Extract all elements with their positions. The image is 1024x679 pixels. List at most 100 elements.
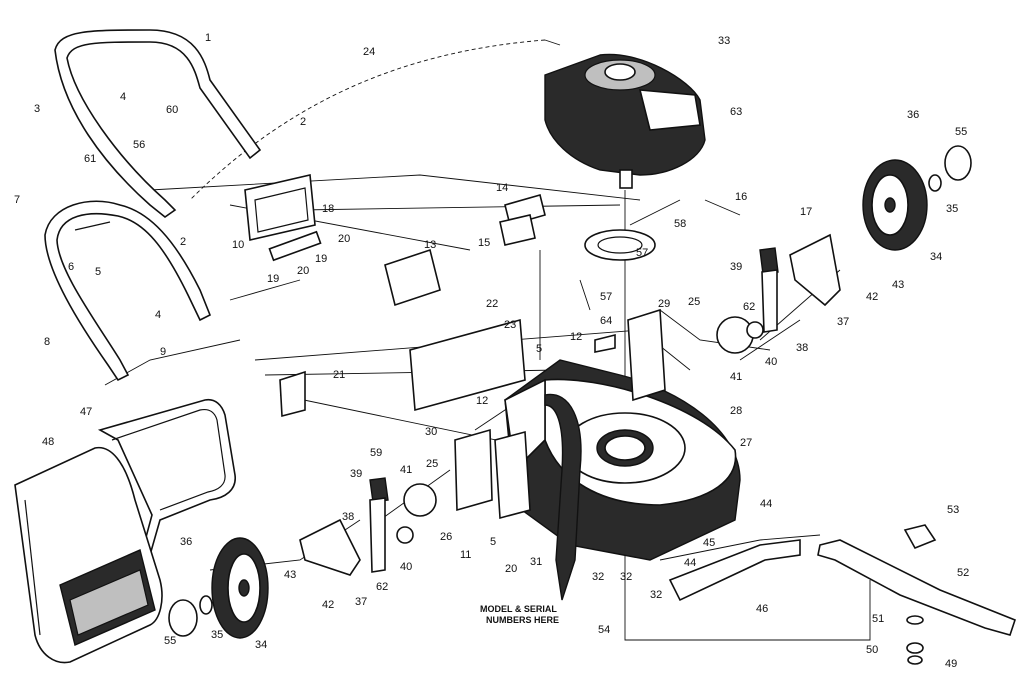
label-54: 54 <box>598 624 610 636</box>
label-41: 41 <box>400 464 412 476</box>
label-44: 44 <box>684 557 696 569</box>
label-36: 36 <box>907 109 919 121</box>
label-50: 50 <box>866 644 878 656</box>
label-57: 57 <box>600 291 612 303</box>
brackets <box>244 174 666 520</box>
label-62: 62 <box>376 581 388 593</box>
label-55: 55 <box>955 126 967 138</box>
label-5: 5 <box>490 536 496 548</box>
label-40: 40 <box>765 356 777 368</box>
bag-frame <box>97 398 236 557</box>
label-47: 47 <box>80 406 92 418</box>
label-62: 62 <box>743 301 755 313</box>
label-6: 6 <box>68 261 74 273</box>
label-43: 43 <box>284 569 296 581</box>
label-5: 5 <box>536 343 542 355</box>
label-4: 4 <box>120 91 126 103</box>
label-46: 46 <box>756 603 768 615</box>
label-41: 41 <box>730 371 742 383</box>
model-serial-note: MODEL & SERIAL NUMBERS HERE <box>480 604 559 625</box>
label-22: 22 <box>486 298 498 310</box>
label-25: 25 <box>688 296 700 308</box>
label-49: 49 <box>945 658 957 670</box>
label-35: 35 <box>946 203 958 215</box>
baffle <box>668 539 801 602</box>
mower-deck <box>504 359 741 561</box>
label-24: 24 <box>363 46 375 58</box>
lower-handle <box>44 200 212 382</box>
label-61: 61 <box>84 153 96 165</box>
engine <box>544 53 706 189</box>
label-23: 23 <box>504 319 516 331</box>
label-7: 7 <box>14 194 20 206</box>
label-58: 58 <box>674 218 686 230</box>
label-63: 63 <box>730 106 742 118</box>
label-45: 45 <box>703 537 715 549</box>
note-line-2: NUMBERS HERE <box>486 615 559 625</box>
label-37: 37 <box>355 596 367 608</box>
label-3: 3 <box>34 103 40 115</box>
wheel-right <box>862 145 972 251</box>
height-adjuster-right <box>716 233 841 354</box>
blade <box>817 524 1016 665</box>
label-20: 20 <box>505 563 517 575</box>
label-52: 52 <box>957 567 969 579</box>
label-2: 2 <box>300 116 306 128</box>
label-34: 34 <box>255 639 267 651</box>
label-48: 48 <box>42 436 54 448</box>
label-19: 19 <box>315 253 327 265</box>
label-1: 1 <box>205 32 211 44</box>
label-20: 20 <box>297 265 309 277</box>
label-20: 20 <box>338 233 350 245</box>
label-34: 34 <box>930 251 942 263</box>
label-28: 28 <box>730 405 742 417</box>
label-17: 17 <box>800 206 812 218</box>
label-32: 32 <box>620 571 632 583</box>
label-18: 18 <box>322 203 334 215</box>
label-51: 51 <box>872 613 884 625</box>
label-59: 59 <box>370 447 382 459</box>
label-11: 11 <box>460 549 471 561</box>
label-39: 39 <box>730 261 742 273</box>
label-30: 30 <box>425 426 437 438</box>
label-19: 19 <box>267 273 279 285</box>
label-25: 25 <box>426 458 438 470</box>
label-27: 27 <box>740 437 752 449</box>
label-57: 57 <box>636 247 648 259</box>
label-44: 44 <box>760 498 772 510</box>
wheel-left <box>168 537 269 639</box>
label-2: 2 <box>180 236 186 248</box>
label-5: 5 <box>95 266 101 278</box>
note-line-1: MODEL & SERIAL <box>480 604 557 614</box>
label-29: 29 <box>658 298 670 310</box>
label-32: 32 <box>592 571 604 583</box>
label-55: 55 <box>164 635 176 647</box>
label-26: 26 <box>440 531 452 543</box>
label-14: 14 <box>496 182 508 194</box>
label-13: 13 <box>424 239 436 251</box>
label-15: 15 <box>478 237 490 249</box>
height-adjuster-left <box>299 477 437 576</box>
label-9: 9 <box>160 346 166 358</box>
label-12: 12 <box>476 395 488 407</box>
callout-labels: 1 2 2 3 4 4 5 5 5 6 7 8 9 10 11 12 12 13… <box>14 32 969 670</box>
label-4: 4 <box>155 309 161 321</box>
label-39: 39 <box>350 468 362 480</box>
label-40: 40 <box>400 561 412 573</box>
serial-pointer <box>544 393 582 601</box>
grass-bag <box>14 446 163 664</box>
label-42: 42 <box>322 599 334 611</box>
label-35: 35 <box>211 629 223 641</box>
upper-handle <box>54 29 262 218</box>
label-33: 33 <box>718 35 730 47</box>
label-60: 60 <box>166 104 178 116</box>
label-12: 12 <box>570 331 582 343</box>
label-16: 16 <box>735 191 747 203</box>
label-32: 32 <box>650 589 662 601</box>
label-38: 38 <box>796 342 808 354</box>
label-38: 38 <box>342 511 354 523</box>
label-42: 42 <box>866 291 878 303</box>
label-43: 43 <box>892 279 904 291</box>
label-64: 64 <box>600 315 612 327</box>
